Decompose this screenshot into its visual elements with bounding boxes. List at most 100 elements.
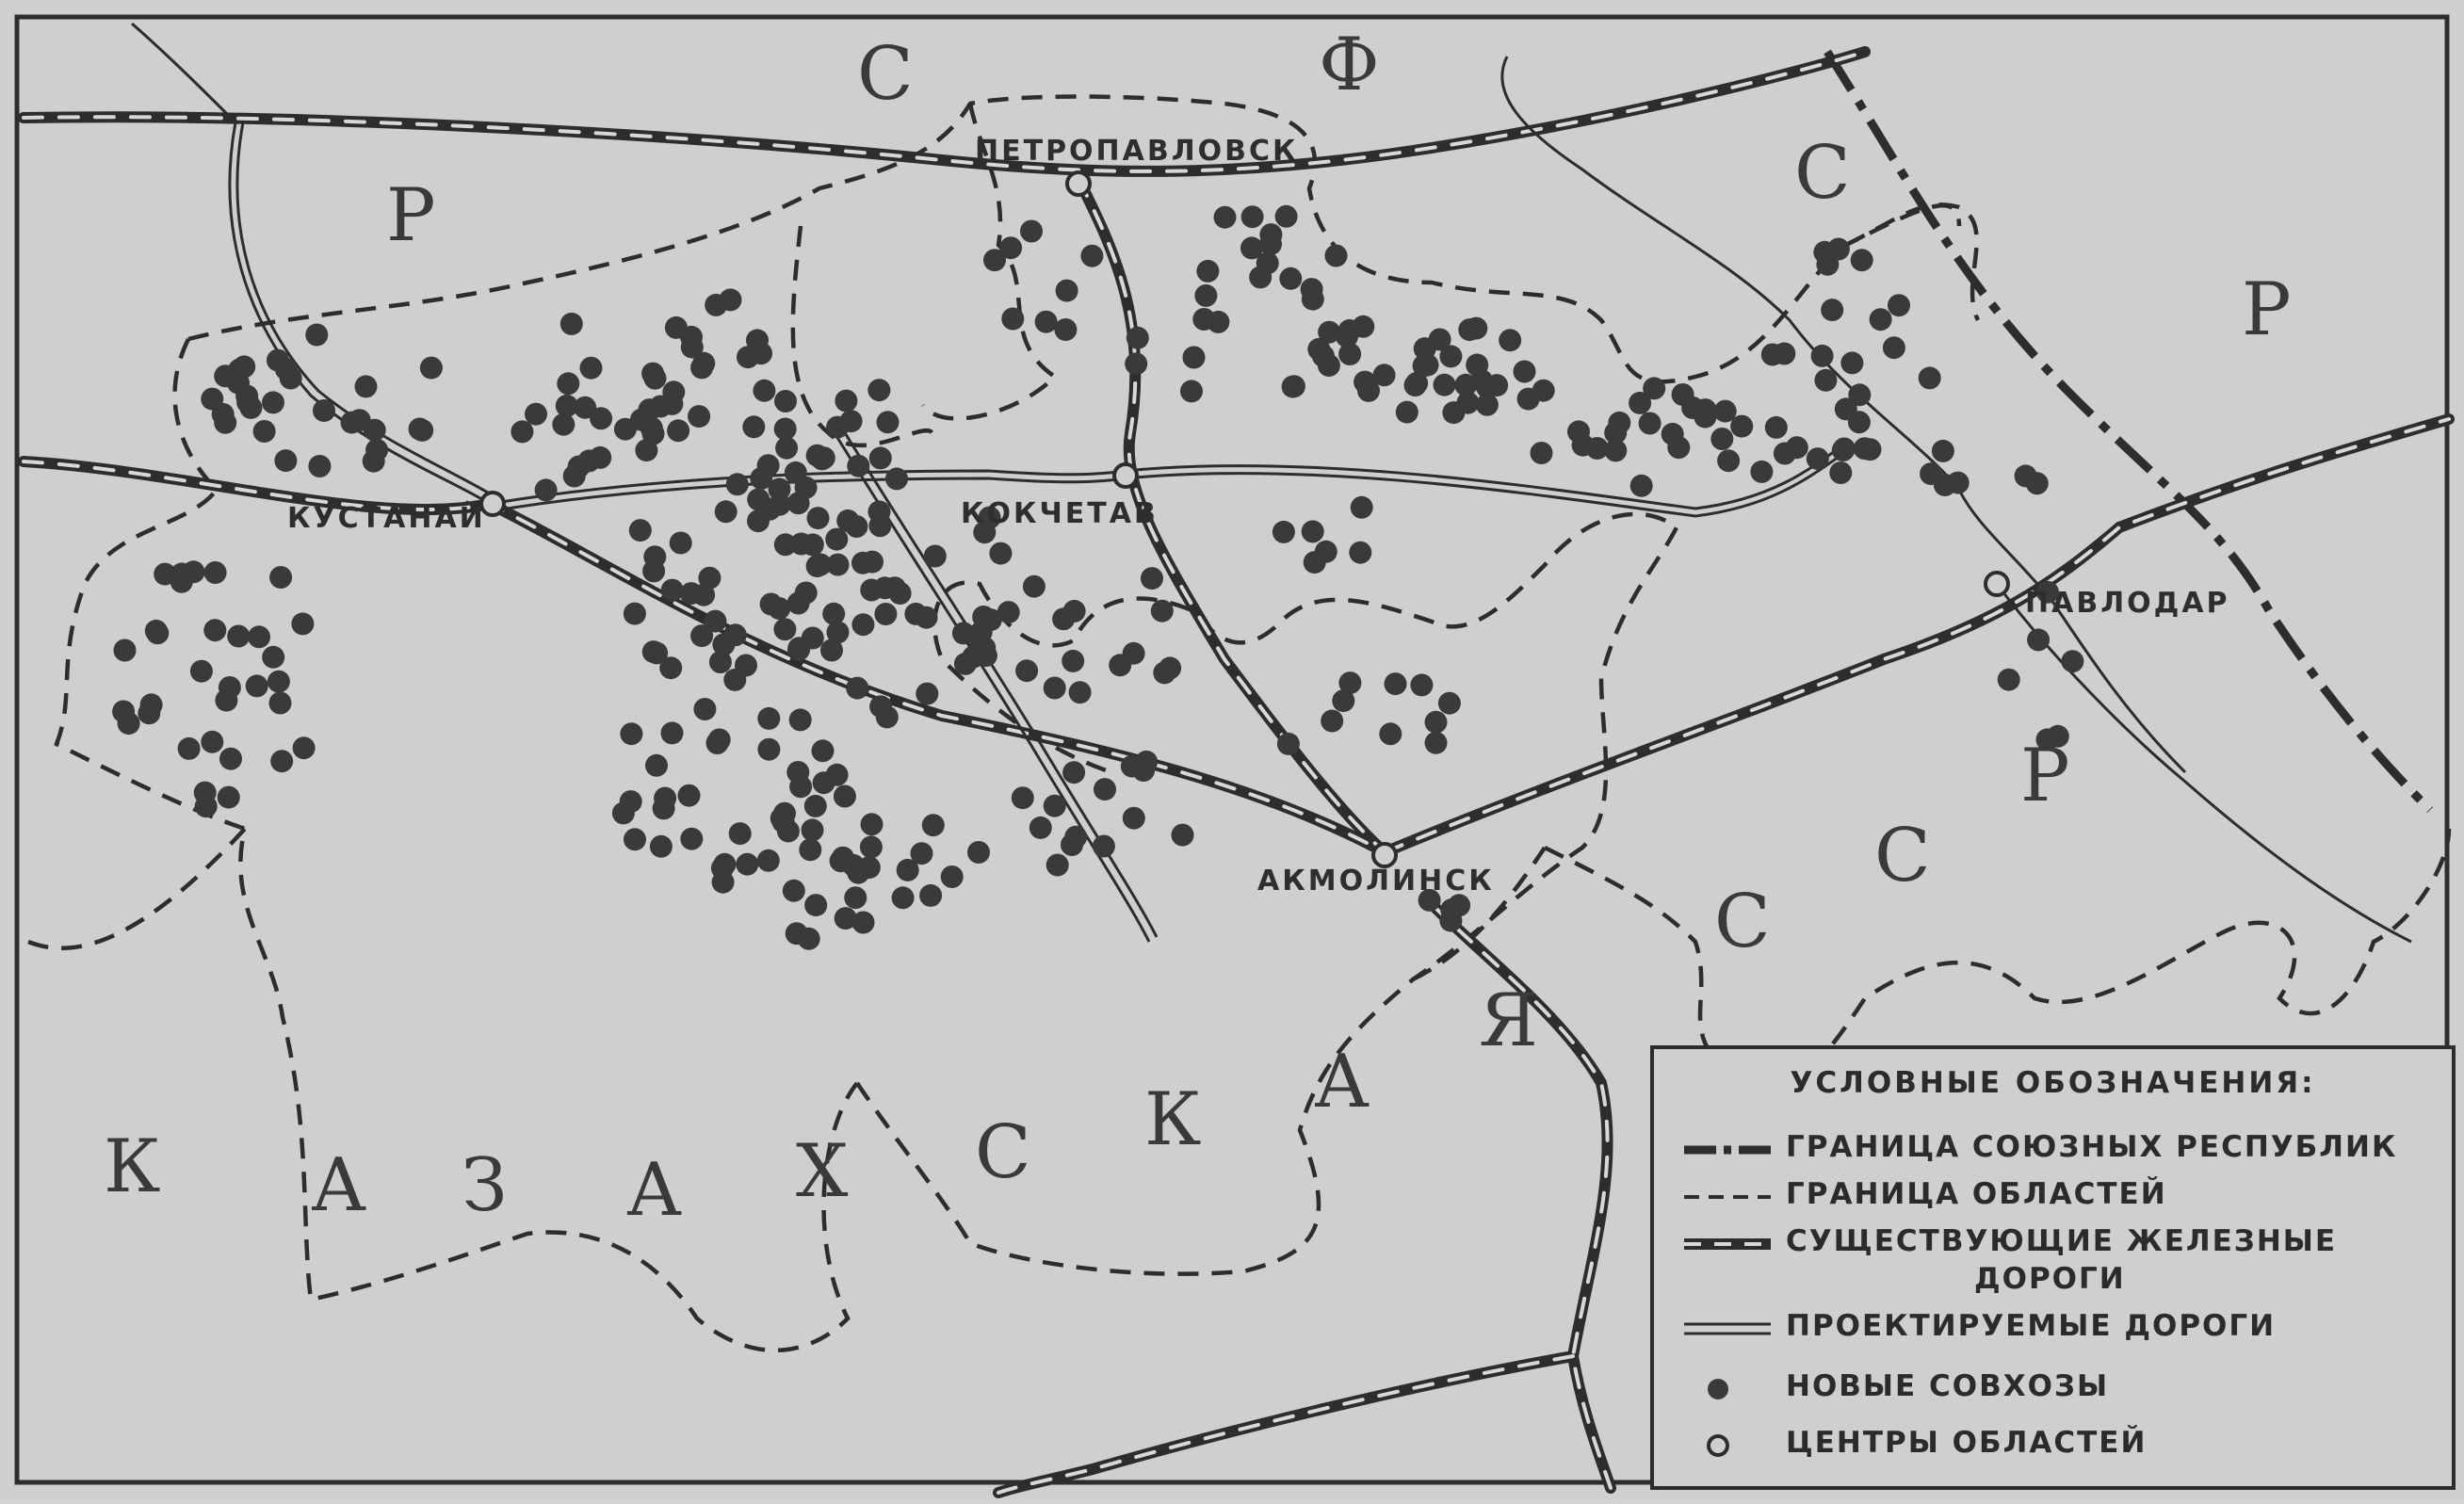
state-farm-dot xyxy=(652,797,675,820)
state-farm-dot xyxy=(1475,393,1499,416)
state-farm-dot xyxy=(1324,244,1348,267)
state-farm-dot xyxy=(910,842,933,865)
state-farm-dot xyxy=(759,592,783,616)
state-farm-dot xyxy=(1332,689,1355,713)
state-farm-dot xyxy=(794,476,818,499)
state-farm-dot xyxy=(1869,308,1892,332)
state-farm-dot xyxy=(1813,240,1837,264)
state-farm-dot xyxy=(552,412,575,436)
oblast-center-kustanai xyxy=(479,491,506,517)
state-farm-dot xyxy=(669,531,692,555)
state-farm-dot xyxy=(227,624,251,648)
state-farm-dot xyxy=(805,555,829,578)
state-farm-dot xyxy=(1643,377,1666,400)
state-farm-dot xyxy=(2061,650,2084,673)
state-farm-dot xyxy=(737,346,759,369)
state-farm-dot xyxy=(667,419,690,443)
state-farm-dot xyxy=(1918,366,1941,390)
state-farm-dot xyxy=(218,676,241,699)
state-farm-dot xyxy=(363,418,386,442)
state-farm-dot xyxy=(245,674,268,698)
state-farm-dot xyxy=(1858,438,1882,461)
map-legend: УСЛОВНЫЕ ОБОЗНАЧЕНИЯ: ГРАНИЦА СОЮЗНЫХ РЕ… xyxy=(1650,1045,2456,1490)
state-farm-dot xyxy=(736,852,759,876)
state-farm-dot xyxy=(574,396,597,419)
oblast-center-kokchetav xyxy=(1112,462,1139,489)
state-farm-dot xyxy=(305,323,329,347)
state-farm-dot xyxy=(252,420,276,443)
state-farm-dot xyxy=(340,411,364,434)
state-farm-dot xyxy=(1054,318,1078,341)
union-republic-border xyxy=(1824,49,2434,814)
state-farm-dot xyxy=(825,527,849,551)
kazakh-ssr-label: К А З А Х С К А Я С С Р xyxy=(104,734,2069,1233)
state-farm-dot xyxy=(1499,329,1522,352)
state-farm-dot xyxy=(923,544,947,568)
state-farm-dot xyxy=(1882,336,1905,360)
state-farm-dot xyxy=(801,818,824,842)
state-farm-dot xyxy=(820,639,843,662)
state-farm-dot xyxy=(267,348,289,372)
state-farm-dot xyxy=(1022,574,1046,598)
double-line-icon xyxy=(1684,1322,1771,1335)
dash-dot-line-icon xyxy=(1684,1145,1771,1155)
state-farm-dot xyxy=(1192,308,1216,331)
state-farm-dot xyxy=(664,315,688,339)
state-farm-dot xyxy=(758,497,782,521)
state-farm-dot xyxy=(640,416,663,440)
state-farm-dot xyxy=(757,737,781,761)
state-farm-dot xyxy=(1043,676,1066,700)
state-farm-dot xyxy=(590,407,613,430)
state-farm-dot xyxy=(1448,894,1471,917)
rivers xyxy=(131,22,2187,774)
state-farm-dot xyxy=(1307,337,1331,361)
state-farm-dot xyxy=(1350,495,1373,519)
state-farm-dot xyxy=(833,784,856,808)
state-farm-dot xyxy=(1240,205,1264,229)
state-farm-dot xyxy=(1424,731,1448,754)
legend-label: НОВЫЕ СОВХОЗЫ xyxy=(1786,1369,2110,1403)
state-farm-dot xyxy=(1011,786,1034,810)
state-farm-dot xyxy=(851,911,875,934)
state-farm-dot xyxy=(851,551,874,574)
state-farm-dot xyxy=(144,619,168,642)
state-farm-dot xyxy=(1274,204,1298,228)
state-farm-dot xyxy=(921,814,945,837)
state-farm-dot xyxy=(1454,373,1478,396)
kazakh-letter: С xyxy=(1874,814,1931,898)
state-farm-dot xyxy=(723,668,747,691)
state-farm-dot xyxy=(203,619,227,642)
state-farm-dot xyxy=(874,603,898,625)
state-farm-dot xyxy=(803,794,827,817)
state-farm-dot xyxy=(1125,352,1148,376)
state-farm-dot xyxy=(1062,649,1085,672)
state-farm-dot xyxy=(788,708,812,732)
state-farm-dot xyxy=(728,822,752,846)
state-farm-dot xyxy=(785,922,808,946)
state-farm-dot xyxy=(214,411,237,434)
state-farm-dot xyxy=(620,722,643,746)
state-farm-dot xyxy=(1317,354,1340,377)
rsfsr-letter: Р xyxy=(386,173,435,258)
state-farm-dot xyxy=(2036,580,2059,604)
city-labels: ПЕТРОПАВЛОВСК КУСТАНАЙ КОКЧЕТАВ ПАВЛОДАР… xyxy=(287,135,2228,898)
state-farm-dot xyxy=(868,514,892,538)
state-farm-dot xyxy=(1710,428,1734,450)
legend-item-projected-roads: ПРОЕКТИРУЕМЫЕ ДОРОГИ xyxy=(1654,1305,2452,1352)
state-farm-dot xyxy=(624,828,646,851)
state-farm-dot xyxy=(1439,345,1463,368)
state-farm-dot xyxy=(628,519,652,542)
state-farm-dot xyxy=(842,853,866,877)
state-farm-dot xyxy=(1760,343,1784,366)
state-farm-dot xyxy=(1080,244,1104,267)
state-farm-dot xyxy=(2035,728,2059,752)
state-farm-dot xyxy=(773,618,797,641)
state-farm-dot xyxy=(774,390,797,412)
state-farm-dot xyxy=(1730,414,1754,438)
filled-circle-icon xyxy=(1708,1379,1728,1399)
state-farm-dot xyxy=(1150,599,1174,623)
state-farm-dot xyxy=(1629,474,1653,497)
state-farm-dot xyxy=(645,641,669,665)
state-farm-dot xyxy=(248,625,270,649)
